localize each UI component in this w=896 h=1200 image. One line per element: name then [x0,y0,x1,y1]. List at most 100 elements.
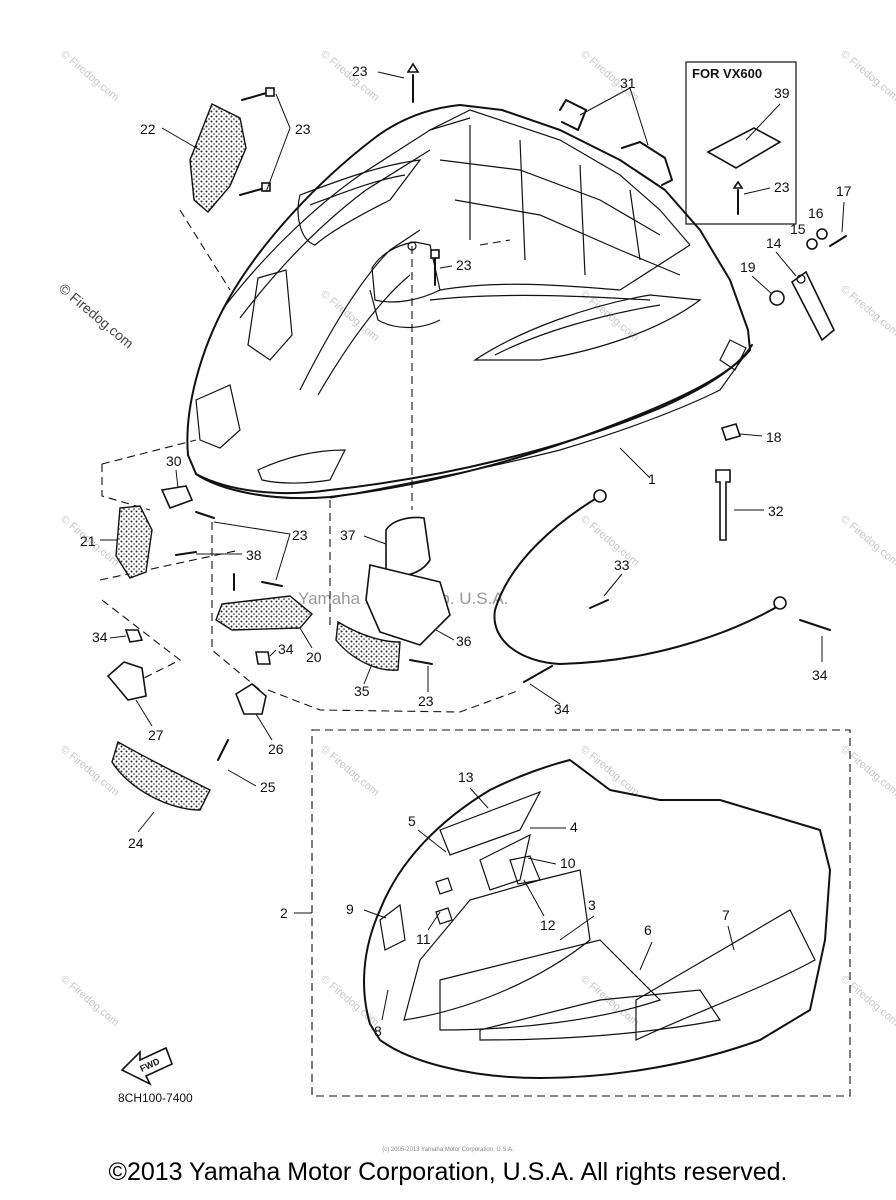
label-14: 14 [766,235,782,251]
label-5: 5 [408,813,416,829]
label-22: 22 [140,121,156,137]
label-11: 11 [416,931,431,947]
label-12: 12 [540,917,556,933]
assembly-line [99,549,241,581]
label-23: 23 [295,121,311,137]
grille-22 [189,103,247,213]
nut-34 [255,651,271,665]
label-9: 9 [346,901,354,917]
handle-27 [559,99,587,131]
label-3: 3 [588,897,596,913]
part-code: 8CH100-7400 [118,1091,193,1105]
decal-set-box [311,729,851,1097]
label-30: 34 [812,667,828,683]
strap-14 [790,270,835,342]
label-17: 17 [836,183,852,199]
label-1: 1 [648,471,656,487]
inset-box: FOR VX600 [685,61,797,225]
label-6: 6 [644,922,652,938]
label-7: 7 [722,907,730,923]
watermark-small: © Firedog.com [318,973,381,1029]
watermark-small: © Firedog.com [838,973,896,1029]
fine-print: (c) 2005-2013 Yamaha Motor Corporation, … [382,1147,514,1153]
label-32: 26 [268,741,284,757]
assembly-line [211,522,261,691]
watermark-small: © Firedog.com [838,743,896,799]
fwd-arrow: FWD [120,1046,174,1086]
label-18: 18 [766,429,782,445]
watermark-small: © Firedog.com [578,973,641,1029]
label-23-center: 23 [456,257,472,273]
label-23: 23 [352,63,368,79]
cover-37 [365,564,451,646]
label-13: 13 [458,769,474,785]
bolt-17 [829,235,847,247]
label-23-inset: 23 [774,179,790,195]
watermark-small: © Firedog.com [318,743,381,799]
watermark-small: © Firedog.com [578,513,641,569]
inset-title: FOR VX600 [692,66,762,81]
spring-31 [523,665,553,683]
bracket-32 [235,683,267,715]
label-10: 10 [560,855,576,871]
label-25: 25 [260,779,276,795]
watermark-small: © Firedog.com [58,743,121,799]
watermark-small: © Firedog.com [838,283,896,339]
watermark-small: © Firedog.com [58,973,121,1029]
watermark-small: © Firedog.com [318,48,381,104]
assembly-line [101,439,197,465]
label-29: 33 [614,557,630,573]
rivet-25 [217,739,229,761]
nut-34 [124,629,144,643]
label-19: 19 [740,259,756,275]
cable-29 [493,495,783,665]
label-35: 38 [246,547,262,563]
rivet [241,87,275,101]
grille-38 [335,620,401,671]
label-4: 4 [570,819,578,835]
label-20: 20 [306,649,322,665]
label-33: 27 [148,727,164,743]
label-8: 8 [374,1023,382,1039]
bracket-33 [106,661,147,701]
label-31: 34 [554,701,570,717]
watermark-grid: © Firedog.com © Firedog.com © Firedog.co… [58,48,896,1029]
watermark-small: © Firedog.com [838,48,896,104]
label-38: 35 [354,683,370,699]
label-37: 36 [456,633,472,649]
assembly-line [101,464,151,511]
label-28: 32 [768,503,784,519]
rivet [239,182,271,196]
watermark-small: © Firedog.com [58,48,121,104]
label-24: 24 [128,835,144,851]
assembly-line [479,239,511,246]
decal-set [363,759,831,1079]
rivet [406,62,420,103]
label-34: 34 [92,629,108,645]
assembly-line [179,209,231,291]
nut-19 [769,290,785,306]
callouts: 23 23 22 31 39 23 17 16 15 14 19 23 18 1… [80,63,852,1039]
assembly-line [101,599,182,681]
washer-16 [816,228,828,240]
cover-36 [385,516,431,576]
cable-tie-28 [715,469,731,541]
copyright-notice: ©2013 Yamaha Motor Corporation, U.S.A. A… [108,1158,788,1186]
washer-15 [806,238,818,250]
rivet [430,249,440,286]
label-15: 15 [790,221,806,237]
bolt-30 [799,619,831,631]
hood-assembly [186,104,753,500]
grille-21 [115,505,153,579]
label-27: 31 [620,75,636,91]
grille-24 [111,740,211,811]
label-21: 21 [80,533,96,549]
label-23-low: 23 [418,693,434,709]
label-26: 30 [166,453,182,469]
clip-26 [160,485,194,510]
label-23-mid: 23 [292,527,308,543]
clip-18 [720,423,742,441]
label-16: 16 [808,205,824,221]
